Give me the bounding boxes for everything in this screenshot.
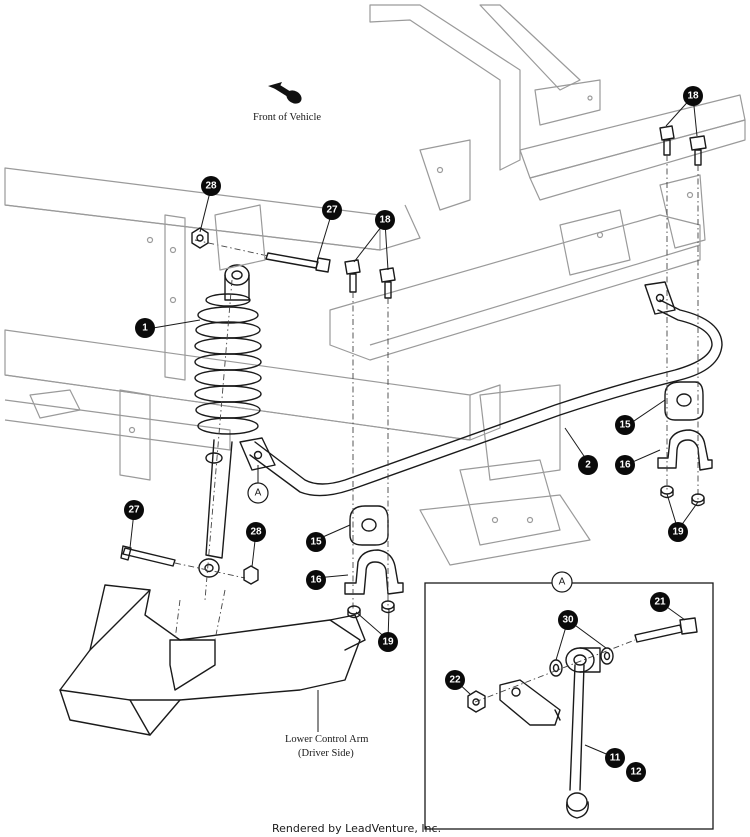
callout-15-left: 15 <box>306 532 326 552</box>
vehicle-frame <box>4 4 746 566</box>
right-bracket-bolts <box>659 125 707 500</box>
svg-text:18: 18 <box>379 215 391 226</box>
upper-shock-nut <box>191 227 209 249</box>
detail-ref-inset: A <box>551 571 573 593</box>
callout-1: 1 <box>135 318 155 338</box>
lower-shock-nut <box>243 565 259 585</box>
callout-19-right: 19 <box>668 522 688 542</box>
right-bushing-bracket <box>657 429 713 471</box>
callout-2: 2 <box>578 455 598 475</box>
svg-text:A: A <box>559 577 566 588</box>
front-direction-arrow <box>268 82 302 104</box>
callout-16-right: 16 <box>615 455 635 475</box>
callout-22: 22 <box>445 670 465 690</box>
callout-18-right: 18 <box>683 86 703 106</box>
lower-shock-bolt <box>120 545 246 579</box>
svg-text:16: 16 <box>310 575 322 586</box>
svg-text:12: 12 <box>630 767 642 778</box>
svg-text:11: 11 <box>610 753 621 764</box>
svg-text:22: 22 <box>449 675 461 686</box>
stabilizer-bar <box>239 281 723 497</box>
callout-15-right: 15 <box>615 415 635 435</box>
callout-28-lower: 28 <box>246 522 266 542</box>
detail-ref-main: A <box>247 482 269 504</box>
callout-11: 11 <box>605 748 625 768</box>
svg-text:16: 16 <box>619 460 631 471</box>
upper-shock-bolt <box>194 239 331 273</box>
svg-text:15: 15 <box>619 420 631 431</box>
callout-28-upper: 28 <box>201 176 221 196</box>
svg-text:19: 19 <box>672 527 684 538</box>
shock-mount-bracket <box>214 204 266 271</box>
svg-text:21: 21 <box>654 597 666 608</box>
left-bushing-bracket <box>344 549 404 595</box>
right-bushing <box>664 381 704 421</box>
svg-text:19: 19 <box>382 637 394 648</box>
lower-control-arm-label: Lower Control Arm <box>285 734 368 745</box>
svg-text:30: 30 <box>562 615 574 626</box>
svg-text:28: 28 <box>205 181 217 192</box>
left-bushing <box>349 505 389 546</box>
svg-text:A: A <box>255 488 262 499</box>
lower-control-arm <box>59 584 366 736</box>
callout-30: 30 <box>558 610 578 630</box>
svg-text:1: 1 <box>142 323 148 334</box>
svg-text:28: 28 <box>250 527 262 538</box>
detail-inset <box>424 582 714 830</box>
front-of-vehicle-label: Front of Vehicle <box>253 112 321 123</box>
callout-12: 12 <box>626 762 646 782</box>
svg-text:18: 18 <box>687 91 699 102</box>
callout-21: 21 <box>650 592 670 612</box>
svg-text:27: 27 <box>128 505 140 516</box>
rendered-by-footer: Rendered by LeadVenture, Inc. <box>272 822 441 835</box>
lower-control-arm-sublabel: (Driver Side) <box>298 748 354 759</box>
svg-text:15: 15 <box>310 537 322 548</box>
callout-18-center: 18 <box>375 210 395 230</box>
callout-27-upper: 27 <box>322 200 342 220</box>
callout-19-left: 19 <box>378 632 398 652</box>
coil-over-shock <box>194 264 262 601</box>
callout-16-left: 16 <box>306 570 326 590</box>
left-bracket-bolts <box>344 259 396 610</box>
svg-text:27: 27 <box>326 205 338 216</box>
callout-27-lower: 27 <box>124 500 144 520</box>
svg-text:2: 2 <box>585 460 591 471</box>
